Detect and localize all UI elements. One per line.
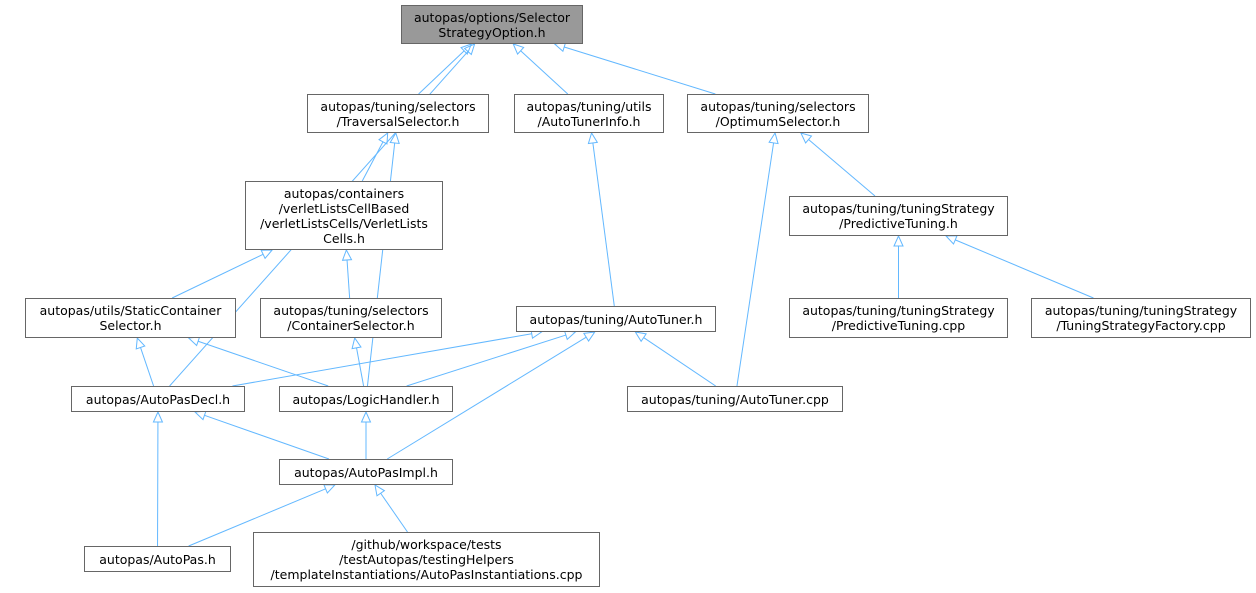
edge-arrowhead [893,234,904,247]
edge-arrowhead [460,43,473,56]
node-label-line: autopas/tuning/tuningStrategy [1044,303,1238,318]
edge-arrowhead [378,131,389,145]
edge-arrowhead [463,43,476,56]
node-optimum-selector-h[interactable]: autopas/tuning/selectors/OptimumSelector… [687,94,869,133]
node-label-line: autopas/tuning/utils [526,98,652,114]
edge-n4-to-n1 [361,141,384,182]
node-auto-tuner-cpp[interactable]: autopas/tuning/AutoTuner.cpp [627,386,843,412]
edge-n13-to-n8 [643,337,716,387]
node-auto-pas-decl-h[interactable]: autopas/AutoPasDecl.h [71,386,245,412]
edge-arrowhead [260,249,274,260]
node-label-line: autopas/options/Selector [413,9,571,25]
node-auto-tuner-h[interactable]: autopas/tuning/AutoTuner.h [516,306,716,332]
node-label-line: /verletListsCells/VerletLists [260,215,428,231]
edge-n11-to-n8 [232,333,532,387]
edge-arrowhead [587,131,599,145]
node-label-line: /AutoTunerInfo.h [537,113,641,129]
edge-arrowhead [944,235,958,245]
edge-n12-to-n1 [366,142,396,387]
edge-arrowhead [389,131,400,145]
node-label-line: autopas/tuning/selectors [320,98,476,114]
node-tuning-strategy-factory-cpp[interactable]: autopas/tuning/tuningStrategy/TuningStra… [1031,298,1251,338]
edge-n12-to-n8 [406,334,567,387]
edge-n10-to-n5 [955,239,1094,299]
node-auto-pas-instantiations-cpp[interactable]: /github/workspace/tests/testAutopas/test… [253,532,600,587]
node-label-line: /TuningStrategyFactory.cpp [1056,318,1226,333]
node-label-line: autopas/AutoPasDecl.h [85,391,231,407]
node-label-line: autopas/LogicHandler.h [292,391,440,407]
edge-n1-to-n0 [418,50,465,95]
edge-n14-to-n11 [204,414,330,460]
node-label-line: autopas/tuning/AutoTuner.h [529,311,703,327]
node-label-line: autopas/utils/StaticContainer [39,303,222,318]
node-auto-pas-h[interactable]: autopas/AutoPas.h [84,546,231,572]
edge-n8-to-n2 [592,142,615,307]
edge-arrowhead [634,331,647,343]
edge-n13-to-n3 [736,142,775,387]
edge-arrowhead [799,132,813,144]
node-predictive-tuning-cpp[interactable]: autopas/tuning/tuningStrategy/Predictive… [789,298,1008,338]
node-container-selector-h[interactable]: autopas/tuning/selectors/ContainerSelect… [260,298,442,338]
node-label-line: Cells.h [323,230,365,246]
node-label-line: /ContainerSelector.h [287,318,415,333]
edge-arrowhead [323,484,336,494]
node-label-line: /templateInstantiations/AutoPasInstantia… [270,567,583,582]
node-label-line: autopas/containers [283,185,405,201]
node-label-line: /PredictiveTuning.h [839,216,958,231]
node-label-line: /TraversalSelector.h [336,113,460,129]
node-label-line: autopas/AutoPasImpl.h [294,464,438,480]
edge-arrowhead [374,483,386,497]
edge-n16-to-n14 [380,492,408,533]
edge-arrowhead [768,131,779,145]
node-label-line: autopas/tuning/selectors [273,303,429,318]
edge-arrowhead [152,410,164,423]
edge-n5-to-n3 [808,139,876,197]
edge-n2-to-n0 [520,50,569,95]
edge-arrowhead [135,336,146,350]
node-label-line: autopas/tuning/selectors [700,98,856,114]
node-label-line: /verletListsCellBased [278,200,410,216]
node-label-line: /OptimumSelector.h [715,113,841,129]
node-label-line: autopas/tuning/tuningStrategy [802,303,995,318]
edge-n7-to-n4 [346,259,351,299]
edge-arrowhead [360,410,372,423]
edge-n12-to-n6 [197,340,329,387]
node-label-line: /testAutopas/testingHelpers [339,552,514,567]
edge-arrowhead [583,331,596,342]
edge-n15-to-n14 [188,488,326,547]
node-label-line: /PredictiveTuning.cpp [831,318,966,333]
edge-n11-to-n6 [140,347,155,387]
node-label-line: StrategyOption.h [438,24,546,40]
edge-n12-to-n7 [356,347,365,387]
edge-n3-to-n0 [564,46,716,95]
node-logic-handler-h[interactable]: autopas/LogicHandler.h [279,386,453,412]
node-label-line: autopas/tuning/tuningStrategy [802,201,995,216]
edge-arrowhead [512,43,525,55]
node-verlet-lists-cells-h[interactable]: autopas/containers/verletListsCellBased/… [245,181,443,250]
node-label-line: autopas/tuning/AutoTuner.cpp [641,391,829,407]
edge-arrowhead [351,336,362,350]
node-auto-tuner-info-h[interactable]: autopas/tuning/utils/AutoTunerInfo.h [514,94,664,133]
edge-arrowhead [341,248,353,261]
edge-arrowhead [193,410,207,421]
edge-arrowhead [187,336,201,347]
node-label-line: autopas/AutoPas.h [99,551,216,567]
node-traversal-selector-h[interactable]: autopas/tuning/selectors/TraversalSelect… [307,94,489,133]
node-label-line: /github/workspace/tests [351,537,502,552]
edge-n14-to-n8 [386,336,587,460]
node-label-line: Selector.h [99,318,162,333]
node-auto-pas-impl-h[interactable]: autopas/AutoPasImpl.h [279,459,453,485]
node-predictive-tuning-h[interactable]: autopas/tuning/tuningStrategy/Predictive… [789,196,1008,236]
edge-arrowhead [563,330,577,341]
edge-n6-to-n4 [171,253,264,299]
